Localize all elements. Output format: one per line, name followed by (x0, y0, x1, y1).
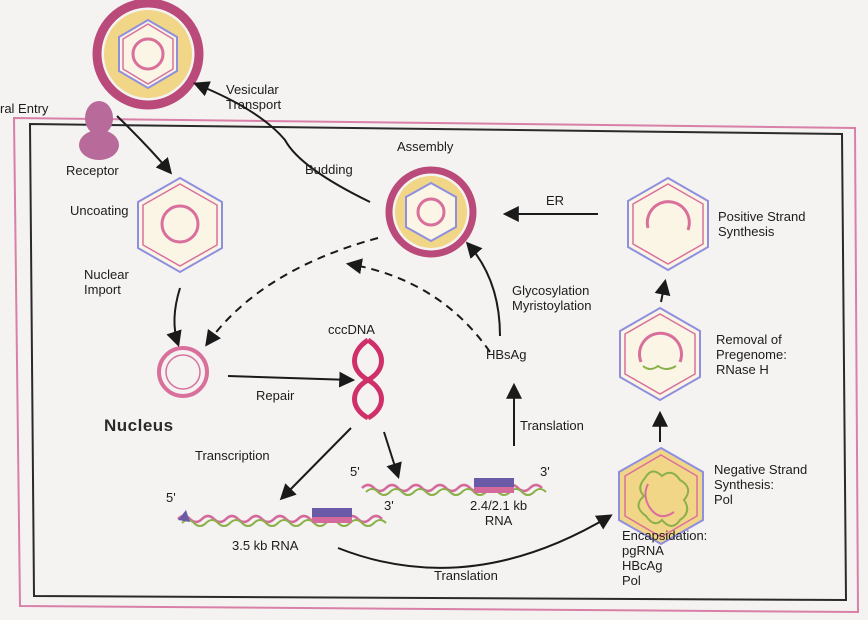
vesicular-transport-label: Vesicular Transport (226, 82, 281, 112)
positive-strand-capsid-icon (628, 178, 708, 270)
three-prime-left-label: 3' (384, 498, 394, 513)
virion-entry-icon (97, 3, 199, 105)
assembly-virion-icon (389, 170, 473, 254)
nucleus-icon (159, 348, 207, 396)
nuclear-import-label: Nuclear Import (84, 267, 129, 297)
five-prime-right-label: 5' (350, 464, 360, 479)
three-prime-right-label: 3' (540, 464, 550, 479)
cccdna-label: cccDNA (328, 322, 375, 337)
pregenome-removal-capsid-icon (620, 308, 700, 400)
viral-entry-label: ral Entry (0, 101, 48, 116)
budding-label: Budding (305, 162, 353, 177)
translation-top-label: Translation (520, 418, 584, 433)
uncoating-capsid-icon (138, 178, 222, 272)
assembly-label: Assembly (397, 139, 453, 154)
transcription-label: Transcription (195, 448, 270, 463)
five-prime-left-label: 5' (166, 490, 176, 505)
glycosylation-label: Glycosylation Myristoylation (512, 283, 591, 313)
positive-strand-label: Positive Strand Synthesis (718, 209, 805, 239)
hbsag-label: HBsAg (486, 347, 526, 362)
er-label: ER (546, 193, 564, 208)
negative-strand-label: Negative Strand Synthesis: Pol (714, 462, 807, 507)
rna-2.4-2.1kb-icon (362, 478, 546, 495)
removal-pregenome-label: Removal of Pregenome: RNase H (716, 332, 787, 377)
rna-small-label: 2.4/2.1 kb RNA (470, 498, 527, 528)
encapsidation-label: Encapsidation: pgRNA HBcAg Pol (622, 528, 707, 588)
translation-bottom-label: Translation (434, 568, 498, 583)
nucleus-label: Nucleus (104, 418, 174, 433)
receptor-label: Receptor (66, 163, 119, 178)
rna-large-label: 3.5 kb RNA (232, 538, 298, 553)
rna-3.5kb-icon (178, 508, 386, 526)
cccdna-icon (355, 340, 382, 418)
uncoating-label: Uncoating (70, 203, 129, 218)
receptor-icon (79, 101, 119, 160)
pathway-arrows (117, 84, 665, 568)
repair-label: Repair (256, 388, 294, 403)
